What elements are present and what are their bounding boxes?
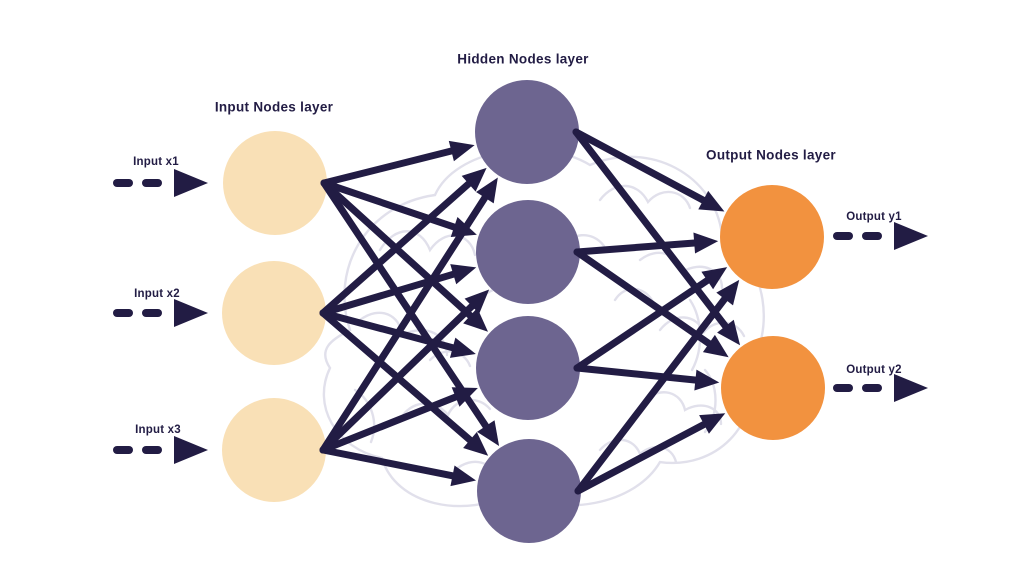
edge-h2-o1 [573,232,719,256]
hidden-node-1 [475,80,579,184]
output-y1-label: Output y1 [846,211,902,223]
output-y2-arrow [833,374,928,402]
edge-h1-o2 [572,128,741,346]
edge-i1-h4 [320,179,500,447]
input-x2-label: Input x2 [134,288,180,300]
input-x2-arrow [113,299,208,327]
edge-i3-h3 [319,387,478,454]
edge-i1-h1 [320,140,475,187]
input-x3-label: Input x3 [135,424,181,436]
edge-i3-h1 [319,177,498,454]
output-y2-label: Output y2 [846,364,902,376]
input-x3-arrow [113,436,208,464]
input-x1-arrow [113,169,208,197]
edge-h3-o1 [573,267,728,372]
output-node-2 [721,336,825,440]
edge-i3-h4 [319,446,477,487]
input-node-1 [223,131,327,235]
input-layer-title: Input Nodes layer [214,99,334,115]
edge-i2-h1 [319,167,487,317]
hidden-node-4 [477,439,581,543]
edge-h4-o1 [574,279,740,495]
edge-h1-o1 [572,128,725,212]
edge-h3-o2 [573,364,720,391]
output-node-1 [720,185,824,289]
hidden-node-2 [476,200,580,304]
input-node-3 [222,398,326,502]
edge-i3-h2 [319,289,490,454]
hidden-node-3 [476,316,580,420]
edge-h2-o2 [573,248,729,358]
hidden-layer-title: Hidden Nodes layer [457,51,589,67]
input-x1-label: Input x1 [133,156,179,168]
output-layer-title: Output Nodes layer [706,147,836,163]
input-node-2 [222,261,326,365]
edge-i1-h2 [320,179,477,237]
output-y1-arrow [833,222,928,250]
edge-h4-o2 [574,413,726,495]
